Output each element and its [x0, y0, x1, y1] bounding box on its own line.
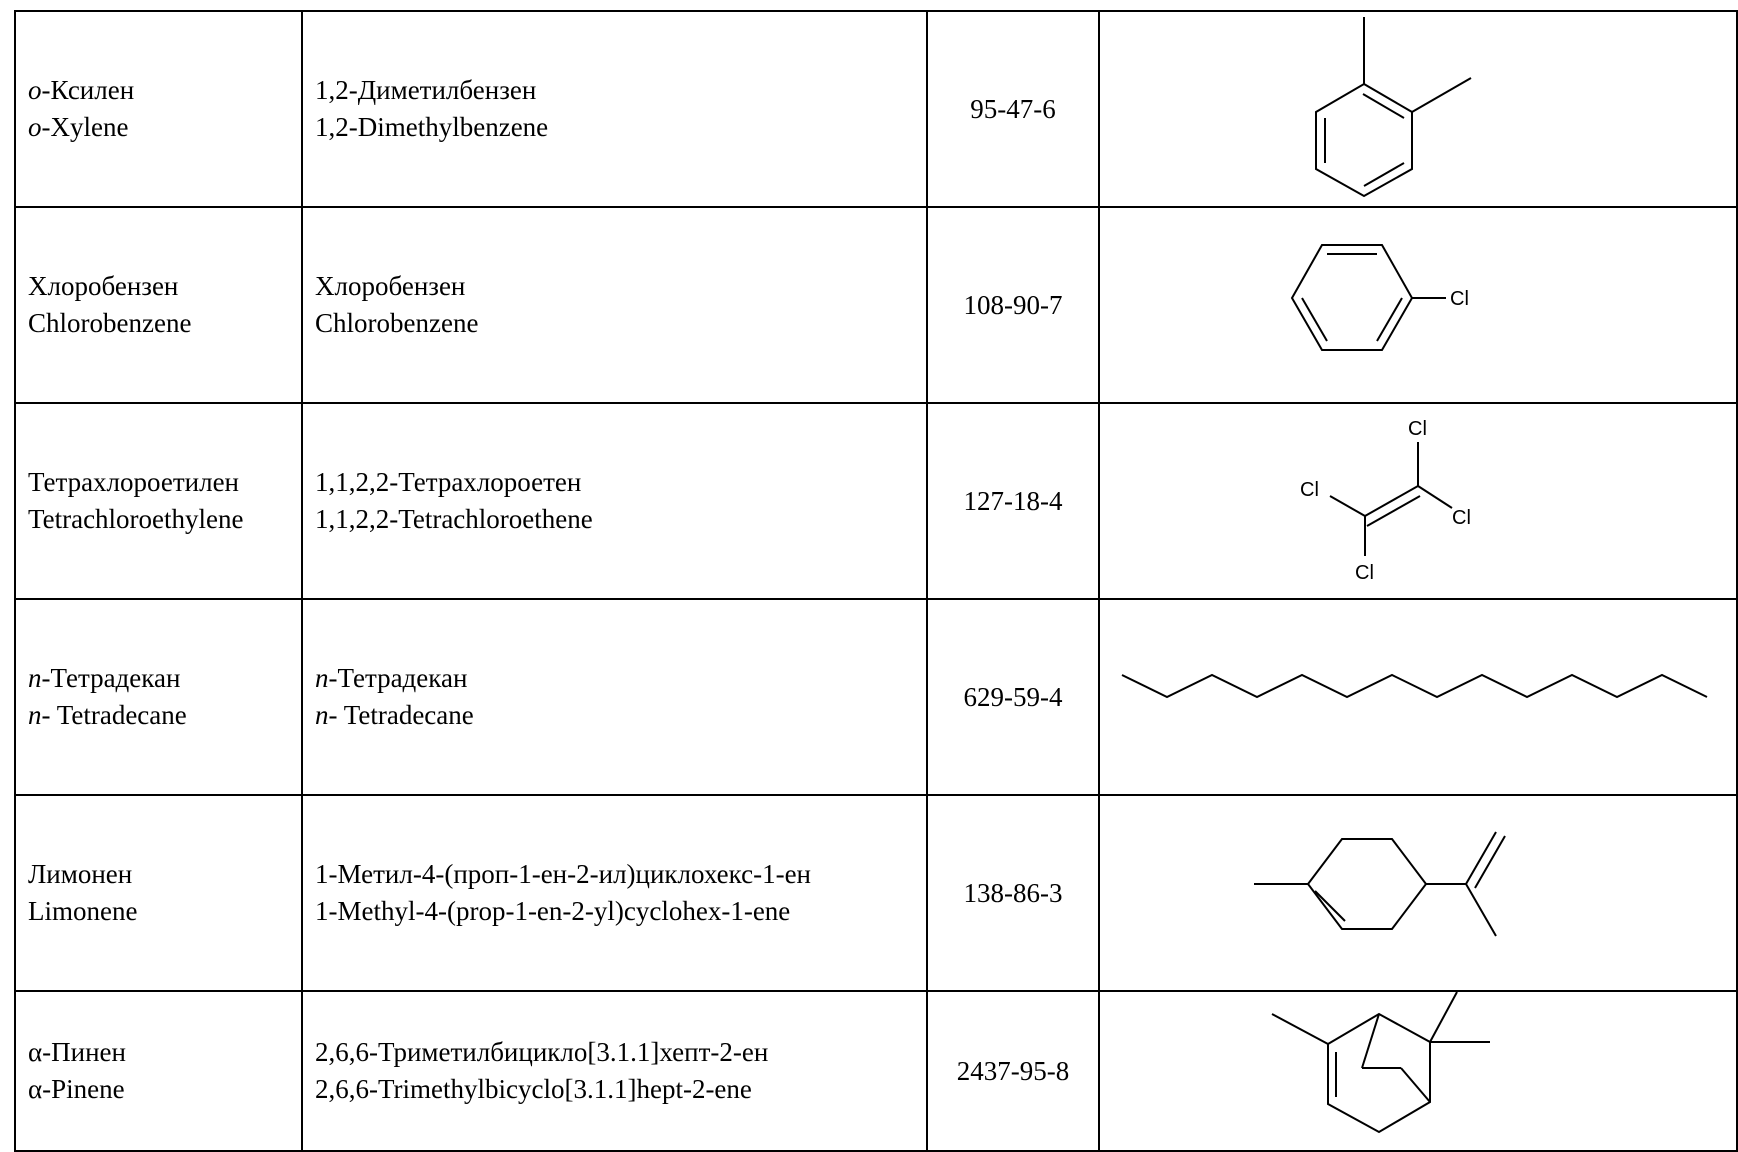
common-name-cell: Лимонен Limonene — [14, 794, 303, 992]
iupac-name-cell: Хлоробензен Chlorobenzene — [301, 206, 928, 404]
table-row: α-Пинен α-Pinene 2,6,6-Триметилбицикло[3… — [14, 990, 1738, 1152]
structure-cell: Cl — [1098, 206, 1738, 404]
iupac-name-cell: n-Тетрадекан n- Tetradecane — [301, 598, 928, 796]
table-row: n-Тетрадекан n- Tetradecane n-Тетрадекан… — [14, 598, 1738, 796]
structure-cell — [1098, 598, 1738, 796]
tetradecane-structure — [1121, 673, 1708, 699]
cas-number-cell: 629-59-4 — [926, 598, 1100, 796]
chlorobenzene-structure: Cl — [1290, 244, 1469, 351]
chlorine-atom-label: Cl — [1355, 562, 1374, 584]
cas-number-cell: 108-90-7 — [926, 206, 1100, 404]
compounds-table: o-Ксилен o-Xylene 1,2-Диметилбензен 1,2-… — [14, 10, 1738, 1152]
cas-number-cell: 2437-95-8 — [926, 990, 1100, 1152]
common-name-cell: Хлоробензен Chlorobenzene — [14, 206, 303, 404]
alpha-pinene-structure — [1271, 993, 1490, 1134]
limonene-structure — [1254, 831, 1506, 937]
structure-cell — [1098, 794, 1738, 992]
structure-cell — [1098, 10, 1738, 208]
table-row: o-Ксилен o-Xylene 1,2-Диметилбензен 1,2-… — [14, 10, 1738, 208]
structure-cell: Cl Cl Cl Cl — [1098, 402, 1738, 600]
chlorine-atom-label: Cl — [1408, 418, 1427, 440]
cas-number-cell: 95-47-6 — [926, 10, 1100, 208]
o-xylene-structure — [1315, 17, 1472, 198]
common-name-cell: n-Тетрадекан n- Tetradecane — [14, 598, 303, 796]
common-name-cell: o-Ксилен o-Xylene — [14, 10, 303, 208]
iupac-name-cell: 1-Метил-4-(проп-1-ен-2-ил)циклохекс-1-ен… — [301, 794, 928, 992]
cas-number-cell: 127-18-4 — [926, 402, 1100, 600]
chlorine-atom-label: Cl — [1300, 479, 1319, 501]
iupac-name-cell: 2,6,6-Триметилбицикло[3.1.1]хепт-2-ен 2,… — [301, 990, 928, 1152]
cas-number-cell: 138-86-3 — [926, 794, 1100, 992]
tetrachloroethylene-structure: Cl Cl Cl Cl — [1300, 418, 1471, 584]
common-name-cell: Тетрахлороетилен Tetrachloroethylene — [14, 402, 303, 600]
chlorine-atom-label: Cl — [1450, 288, 1469, 310]
table-row: Тетрахлороетилен Tetrachloroethylene 1,1… — [14, 402, 1738, 600]
common-name-cell: α-Пинен α-Pinene — [14, 990, 303, 1152]
iupac-name-cell: 1,1,2,2-Тетрахлороетен 1,1,2,2-Tetrachlo… — [301, 402, 928, 600]
table-row: Лимонен Limonene 1-Метил-4-(проп-1-ен-2-… — [14, 794, 1738, 992]
table-row: Хлоробензен Chlorobenzene Хлоробензен Ch… — [14, 206, 1738, 404]
iupac-name-cell: 1,2-Диметилбензен 1,2-Dimethylbenzene — [301, 10, 928, 208]
chlorine-atom-label: Cl — [1452, 507, 1471, 529]
structure-cell — [1098, 990, 1738, 1152]
